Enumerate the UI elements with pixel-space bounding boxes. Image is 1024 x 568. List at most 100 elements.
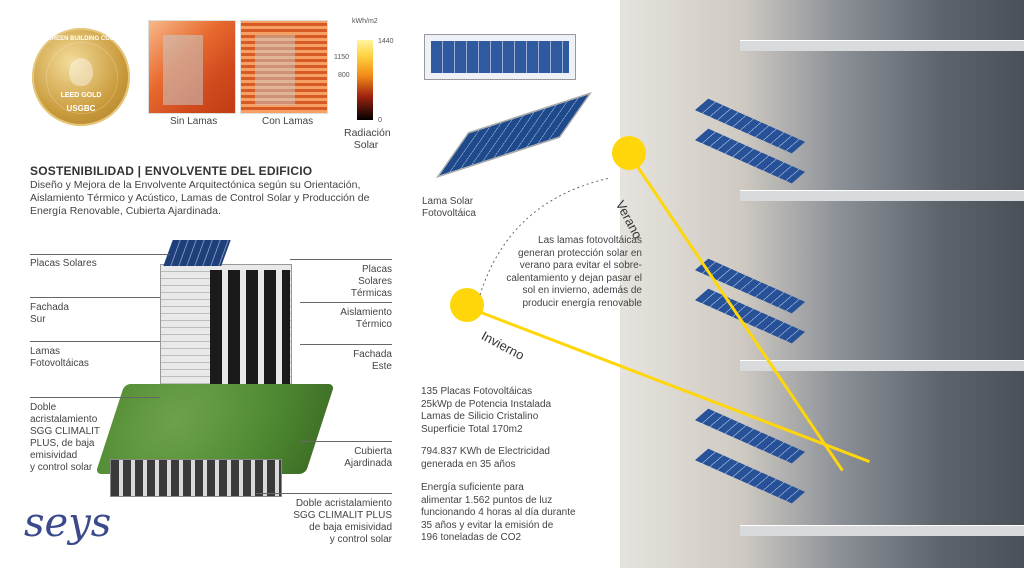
stats-line: 25kWp de Potencia Instalada — [421, 398, 552, 410]
stats-line: funcionando 4 horas al día durante — [421, 507, 576, 518]
lama-caption-line1: Lama Solar — [422, 196, 474, 207]
stats-line: Lamas de Silicio Cristalino — [421, 411, 539, 422]
label-aislamiento-line1: Aislamiento — [340, 307, 392, 318]
label-aislamiento-line2: Térmico — [355, 319, 392, 330]
podium-facade — [110, 459, 282, 497]
building-illustration — [95, 234, 335, 497]
leader-line — [300, 302, 392, 303]
invierno-label: Invierno — [478, 328, 527, 363]
panel-grid — [431, 41, 569, 73]
floor-slab — [740, 40, 1024, 51]
season-arc — [479, 177, 611, 296]
lama-3d-drawing — [435, 91, 593, 179]
building-section-render — [620, 0, 1024, 568]
doble-left-line: acristalamiento — [30, 414, 98, 425]
leader-line — [30, 254, 170, 255]
lama-caption-line2: Fotovoltáica — [422, 208, 476, 219]
explanation-line: Las lamas fotovoltáicas — [538, 235, 642, 246]
scale-max: 1440 — [378, 38, 394, 45]
doble-left-line: Doble — [30, 402, 57, 413]
stats-line: generada en 35 años — [421, 458, 516, 470]
section-description: Diseño y Mejora de la Envolvente Arquite… — [30, 179, 370, 217]
thermal-building-shape — [163, 35, 203, 105]
doble-right-line: SGG CLIMALIT PLUS — [293, 510, 392, 521]
section-title: SOSTENIBILIDAD | ENVOLVENTE DEL EDIFICIO — [30, 164, 313, 178]
leader-line — [30, 297, 160, 298]
leader-line — [300, 441, 392, 442]
scale-800: 800 — [338, 72, 350, 79]
label-este-line2: Este — [371, 361, 392, 372]
label-cubierta: Cubierta Ajardinada — [330, 446, 392, 470]
label-lamas-line2: Fotovoltáicas — [30, 358, 89, 369]
sin-lamas-label: Sin Lamas — [170, 116, 218, 127]
stats-block-1: 135 Placas Fotovoltáicas 25kWp de Potenc… — [421, 386, 551, 436]
stats-line: 35 años y evitar la emisión de — [421, 519, 554, 531]
label-lamas-line1: Lamas — [30, 346, 61, 357]
explanation-line: generan protección solar en — [518, 247, 642, 259]
lama-plan-drawing — [424, 34, 576, 80]
stats-block-2: 794.837 KWh de Electricidad generada en … — [421, 446, 550, 471]
label-fachada-sur-line2: Sur — [30, 314, 46, 325]
stats-line: 196 toneladas de CO2 — [421, 532, 522, 543]
leaf-icon — [69, 58, 93, 86]
stats-line: 794.837 KWh de Electricidad — [421, 446, 550, 457]
thermal-image-con-lamas — [240, 20, 328, 114]
stats-block-3: Energía suficiente para alimentar 1.562 … — [421, 482, 576, 545]
leader-line — [300, 344, 392, 345]
leader-line — [256, 493, 392, 494]
doble-right-line: Doble acristalamiento — [295, 498, 392, 509]
seal-top-text: U.S. GREEN BUILDING COUNCIL — [33, 36, 129, 42]
label-aislamiento: Aislamiento Térmico — [330, 307, 392, 331]
floor-slab — [740, 360, 1024, 371]
label-placas-solares: Placas Solares — [30, 258, 97, 269]
label-lamas: Lamas Fotovoltáicas — [30, 346, 89, 370]
thermal-building-shape — [255, 35, 295, 105]
sun-icon-invierno — [450, 288, 484, 322]
label-fachada-sur: Fachada Sur — [30, 302, 69, 326]
radiation-scale-bar — [357, 40, 373, 120]
season-arc-path — [479, 177, 611, 296]
seys-logo: seys — [24, 500, 112, 546]
seal-bottom-text: USGBC — [66, 104, 96, 113]
radiation-caption-line1: Radiación — [344, 127, 391, 139]
radiation-caption: Radiación Solar — [344, 127, 391, 151]
leader-line — [30, 397, 160, 398]
label-doble-right: Doble acristalamiento SGG CLIMALIT PLUS … — [280, 498, 392, 546]
label-este-line1: Fachada — [353, 349, 392, 360]
doble-right-line: y control solar — [329, 534, 392, 545]
floor-slab — [740, 525, 1024, 536]
stats-line: Superficie Total 170m2 — [421, 423, 523, 435]
scale-unit: kWh/m2 — [352, 18, 378, 25]
roof-solar-panels — [163, 240, 231, 266]
label-doble-left: Doble acristalamiento SGG CLIMALIT PLUS,… — [30, 402, 100, 474]
doble-right-line: de baja emisividad — [309, 522, 392, 533]
label-termicas-line1: Placas Solares — [358, 264, 392, 287]
label-cubierta-line1: Cubierta — [354, 446, 392, 457]
explanation-line: verano para evitar el sobre- — [519, 260, 642, 271]
label-fachada-sur-line1: Fachada — [30, 302, 69, 313]
doble-left-line: emisividad — [30, 450, 78, 461]
explanation-line: calentamiento y dejan pasar el — [506, 272, 642, 284]
doble-left-line: SGG CLIMALIT — [30, 426, 101, 437]
explanation-line: producir energía renovable — [522, 297, 642, 309]
con-lamas-label: Con Lamas — [262, 116, 314, 127]
doble-left-line: y control solar — [30, 462, 93, 473]
scale-1150: 1150 — [334, 54, 350, 61]
stats-line: 135 Placas Fotovoltáicas — [421, 386, 533, 397]
leader-line — [290, 259, 392, 260]
leed-gold-seal: U.S. GREEN BUILDING COUNCIL LEED GOLD US… — [32, 28, 130, 126]
label-fachada-este: Fachada Este — [330, 349, 392, 373]
lama-caption: Lama Solar Fotovoltáica — [422, 196, 476, 220]
label-cubierta-line2: Ajardinada — [344, 458, 392, 469]
stats-line: Energía suficiente para — [421, 482, 524, 493]
leader-line — [30, 341, 160, 342]
explanation-line: sol en invierno, además de — [522, 285, 642, 296]
stats-line: alimentar 1.562 puntos de luz — [421, 494, 553, 506]
label-placas-termicas: Placas Solares Térmicas — [330, 264, 392, 300]
thermal-image-sin-lamas — [148, 20, 236, 114]
floor-slab — [740, 190, 1024, 201]
radiation-caption-line2: Solar — [353, 139, 379, 151]
seal-middle-text: LEED GOLD — [60, 92, 102, 99]
scale-min: 0 — [378, 117, 382, 124]
label-termicas-line2: Térmicas — [350, 288, 392, 299]
